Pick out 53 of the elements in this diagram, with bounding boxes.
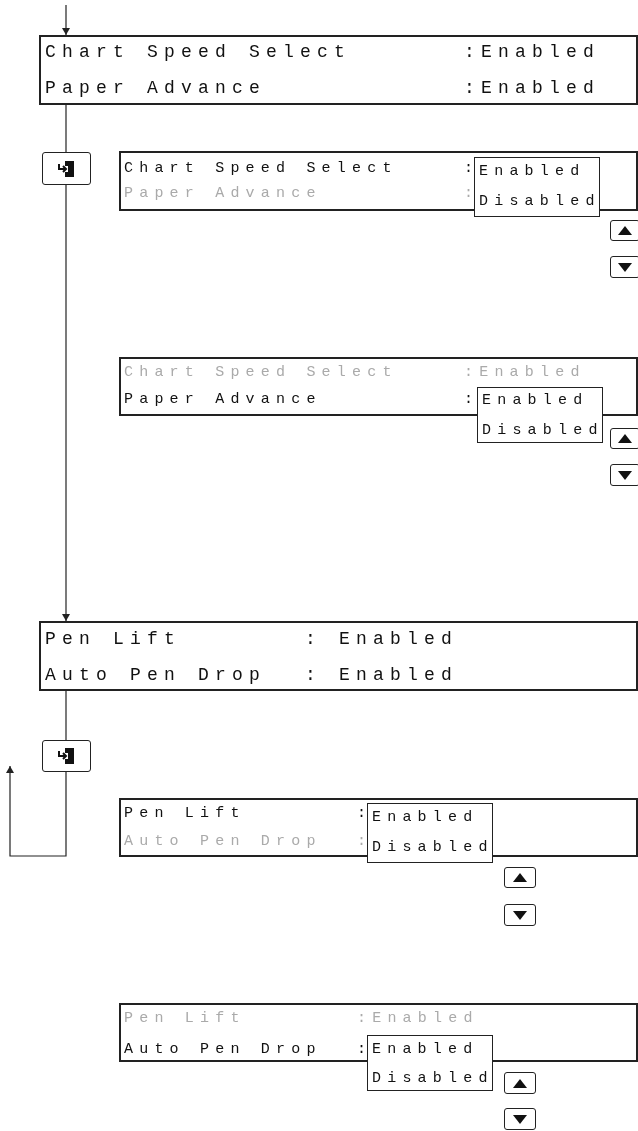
arrow xyxy=(6,765,67,857)
arrow xyxy=(62,4,70,36)
setting-name: Pen Lift xyxy=(124,1009,246,1029)
option-list xyxy=(474,157,600,217)
option-text: Disabled xyxy=(372,1069,494,1089)
up-key xyxy=(610,428,638,449)
setting-value: :Enabled xyxy=(464,42,600,62)
setting-name: Pen Lift xyxy=(45,629,181,649)
enter-key xyxy=(42,740,91,772)
setting-value: :Enabled xyxy=(464,78,600,98)
down-key xyxy=(504,904,536,926)
up-key xyxy=(504,1072,536,1094)
setting-value: : Enabled xyxy=(305,629,459,649)
option-text: Disabled xyxy=(482,421,604,441)
option-text: Enabled xyxy=(372,1040,479,1060)
setting-name: Auto Pen Drop xyxy=(124,832,322,852)
enter-key xyxy=(42,152,91,185)
option-text: Disabled xyxy=(479,192,601,212)
setting-name: Paper Advance xyxy=(124,390,322,410)
up-key xyxy=(504,867,536,888)
option-list xyxy=(477,387,603,443)
down-key xyxy=(610,256,638,278)
setting-name: Auto Pen Drop xyxy=(45,665,267,685)
setting-name: Chart Speed Select xyxy=(45,42,352,62)
option-list xyxy=(367,803,493,863)
setting-name: Pen Lift xyxy=(124,804,246,824)
setting-name: Chart Speed Select xyxy=(124,363,398,383)
setting-value: : xyxy=(464,390,480,410)
setting-value: : xyxy=(464,159,480,179)
down-key xyxy=(610,464,638,486)
setting-value: :Enabled xyxy=(357,1009,479,1029)
setting-value: :Enabled xyxy=(464,363,586,383)
option-text: Enabled xyxy=(372,808,479,828)
setting-value: : xyxy=(357,832,373,852)
setting-value: : xyxy=(357,804,373,824)
lcd-screen xyxy=(39,35,638,105)
option-text: Enabled xyxy=(479,162,586,182)
lcd-screen xyxy=(39,621,638,691)
setting-name: Chart Speed Select xyxy=(124,159,398,179)
option-text: Enabled xyxy=(482,391,589,411)
connector-line xyxy=(65,690,67,741)
setting-value: : xyxy=(357,1040,373,1060)
setting-value: : xyxy=(464,184,480,204)
option-text: Disabled xyxy=(372,838,494,858)
up-key xyxy=(610,220,638,241)
setting-name: Paper Advance xyxy=(124,184,322,204)
setting-name: Paper Advance xyxy=(45,78,267,98)
setting-name: Auto Pen Drop xyxy=(124,1040,322,1060)
arrow xyxy=(62,184,70,622)
connector-line xyxy=(65,104,67,153)
setting-value: : Enabled xyxy=(305,665,459,685)
down-key xyxy=(504,1108,536,1130)
option-list xyxy=(367,1035,493,1091)
